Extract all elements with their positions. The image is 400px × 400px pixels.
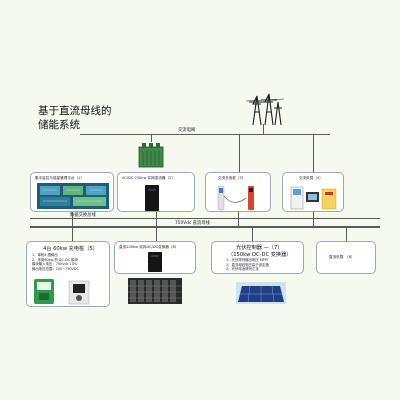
- dcdc-cabinet-icon: [148, 252, 162, 272]
- dc-charger-line-3: 模块输入电压：750Vdc 10%: [32, 262, 78, 267]
- dc-bus: [30, 226, 380, 228]
- pcs-label: AC/DC 250kw 并网变流器（2）: [122, 176, 175, 180]
- power-tower-icon: [245, 93, 285, 126]
- ac-load-connector: [313, 212, 315, 227]
- ac-charger-feed: [239, 134, 241, 172]
- solar-panel-icon: [236, 282, 286, 304]
- dc-charger-box: 4台 60kw 充电桩（5） 1、单枪4 根输出 2、采用60kw 的 DC-D…: [26, 241, 110, 307]
- charging-pile-icon: [34, 279, 54, 304]
- ac-charger-label: 交流充电桩（3）: [218, 176, 246, 180]
- pv-subtitle: （150kw DC-DC 变换器）: [228, 252, 292, 258]
- data-bus: [30, 218, 380, 219]
- ac-charger-box: 交流充电桩（3）: [205, 172, 271, 212]
- pcs-cabinet-icon: [145, 185, 159, 211]
- dc-load-connector: [346, 227, 348, 241]
- storage-dcdc-box: 直流200kw 双向DC/DC变换器（6）: [114, 241, 196, 274]
- pv-line-2: 2、直流母线电压高于设定值: [226, 262, 269, 267]
- dc-load-box: 直流负载 （8）: [316, 241, 376, 274]
- transformer-line: [151, 134, 153, 142]
- pv-connector: [252, 227, 254, 241]
- ac-grid-bus: [80, 134, 330, 136]
- ac-grid-label: 交流电网: [178, 128, 196, 133]
- ac-load-box: 交流负载（4）: [282, 172, 344, 212]
- dc-charger-line-1: 1、单枪4 根输出: [32, 253, 58, 257]
- battery-rack-icon: [128, 278, 182, 304]
- dc-bus-label: 750Vdc 直流母线: [175, 221, 210, 226]
- ac-load-label: 交流负载（4）: [299, 176, 323, 180]
- dc-charger-line-2: 2、采用60kw 的 DC-DC 模块: [32, 257, 78, 262]
- diagram-title: 基于直流母线的 储能系统: [38, 105, 112, 131]
- monitoring-screen-icon: [37, 183, 109, 209]
- ems-connector: [72, 212, 74, 241]
- pv-line-3: 3、光伏电池阵列汇流: [226, 267, 259, 272]
- pcs-box: AC/DC 250kw 并网变流器（2）: [117, 172, 195, 212]
- dc-load-label: 直流负载 （8）: [329, 255, 355, 259]
- ac-charger-connector: [238, 212, 240, 227]
- ac-load-feed: [313, 134, 315, 172]
- pcs-connector: [156, 212, 158, 241]
- tower-feed-line: [263, 124, 265, 134]
- data-bus-label: 数据交换总线: [70, 213, 96, 218]
- pv-line-1: 1、光伏阵列输出电压 MPPT: [226, 258, 269, 262]
- ev-charger-icon: [217, 185, 254, 211]
- ems-label: 集中监控与能量管理平台（1）: [35, 176, 85, 180]
- appliance-icon: [290, 186, 337, 210]
- ems-platform-box: 集中监控与能量管理平台（1）: [30, 172, 114, 212]
- storage-dcdc-label: 直流200kw 双向DC/DC变换器（6）: [119, 245, 179, 249]
- dc-charger-line-4: 输出电压范围：200~750VDC: [32, 266, 79, 271]
- charging-plug-icon: [68, 280, 90, 305]
- pv-title: 光伏控制器 —（7）: [236, 245, 283, 251]
- dc-charger-title: 4台 60kw 充电桩（5）: [43, 246, 98, 252]
- transformer-icon: [138, 143, 164, 168]
- pv-controller-box: 光伏控制器 —（7） （150kw DC-DC 变换器） 1、光伏阵列输出电压 …: [211, 241, 304, 274]
